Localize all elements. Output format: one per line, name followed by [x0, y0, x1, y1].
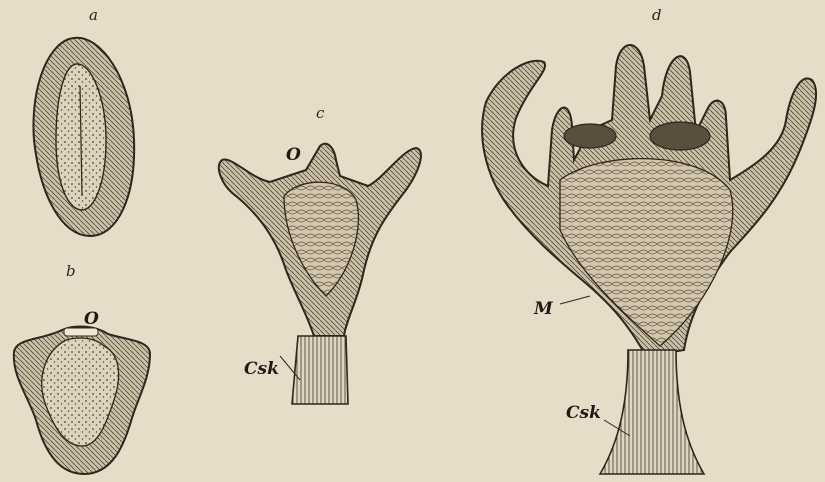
figure-c-label-o: O: [286, 145, 301, 165]
figure-d-label-csk: Csk: [566, 403, 601, 423]
figure-c-letter: c: [316, 104, 325, 122]
figure-a: a: [33, 6, 134, 236]
figure-d: d M Csk: [482, 6, 816, 474]
figure-c-label-csk: Csk: [244, 359, 279, 379]
figure-c: c O Csk: [219, 104, 421, 404]
figure-b: b O: [14, 262, 150, 474]
figure-a-letter: a: [89, 6, 98, 24]
figure-b-letter: b: [66, 262, 76, 280]
figure-d-letter: d: [652, 6, 662, 24]
figure-d-label-m: M: [533, 299, 554, 319]
